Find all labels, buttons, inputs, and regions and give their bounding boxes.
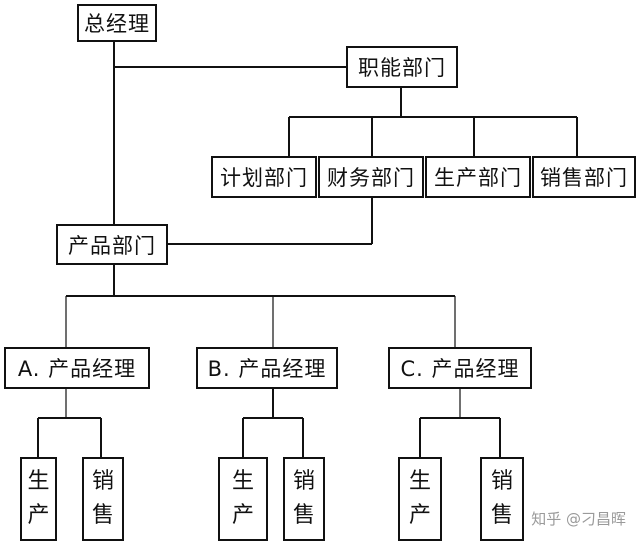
b-sales-char-2: 售 xyxy=(292,503,315,528)
general-manager-box: 总经理 xyxy=(77,4,157,42)
planning-dept-box: 计划部门 xyxy=(211,156,317,198)
a-sales-char-2: 售 xyxy=(91,503,114,528)
c-sales-box: 销 售 xyxy=(480,457,524,541)
c-production-char-2: 产 xyxy=(408,503,431,528)
b-production-char-1: 生 xyxy=(231,469,254,494)
a-production-char-2: 产 xyxy=(27,503,50,528)
b-sales-box: 销 售 xyxy=(283,457,325,541)
c-production-box: 生 产 xyxy=(398,457,442,541)
c-sales-char-2: 售 xyxy=(490,503,513,528)
a-production-box: 生 产 xyxy=(20,457,57,541)
a-sales-box: 销 售 xyxy=(82,457,124,541)
finance-dept-box: 财务部门 xyxy=(318,156,424,198)
c-sales-char-1: 销 xyxy=(490,469,513,494)
b-sales-char-1: 销 xyxy=(292,469,315,494)
b-production-char-2: 产 xyxy=(231,503,254,528)
a-sales-char-1: 销 xyxy=(91,469,114,494)
c-production-char-1: 生 xyxy=(408,469,431,494)
watermark-text: 知乎 @刁昌晖 xyxy=(531,510,626,528)
product-manager-a-box: A. 产品经理 xyxy=(4,347,150,389)
functional-dept-box: 职能部门 xyxy=(346,46,458,88)
product-dept-box: 产品部门 xyxy=(56,224,168,265)
sales-dept-box: 销售部门 xyxy=(532,156,636,198)
production-dept-box: 生产部门 xyxy=(425,156,531,198)
product-manager-b-box: B. 产品经理 xyxy=(196,347,338,389)
b-production-box: 生 产 xyxy=(218,457,268,541)
a-production-char-1: 生 xyxy=(27,469,50,494)
product-manager-c-box: C. 产品经理 xyxy=(388,347,532,389)
